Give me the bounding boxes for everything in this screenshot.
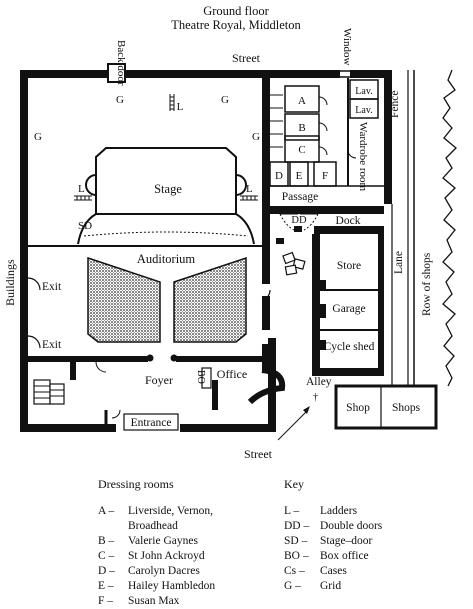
dressing-rooms-legend: Dressing rooms A – Liverside, Vernon, Br… — [98, 477, 263, 609]
ladder-label-left: L — [78, 183, 85, 195]
stage-area — [77, 147, 255, 245]
key-row-sd: SD – Stage–door — [284, 535, 373, 547]
stage-door-label: SD — [78, 220, 92, 232]
legend-row-c: C – St John Ackroyd — [98, 550, 205, 562]
auditorium-label: Auditorium — [137, 252, 196, 266]
legend-row-f: F – Susan Max — [98, 595, 180, 607]
legend-row-a: A – Liverside, Vernon, — [98, 505, 214, 517]
room-d-label: D — [275, 170, 283, 182]
title-line-2: Theatre Royal, Middleton — [171, 18, 301, 32]
office-label: Office — [217, 367, 247, 381]
back-door-label: Back door — [115, 40, 127, 86]
ladder-label-top: L — [177, 101, 184, 113]
dock-label: Dock — [336, 215, 361, 227]
ladder-right — [240, 195, 258, 201]
street-top-label: Street — [232, 51, 261, 65]
foyer-label: Foyer — [145, 373, 173, 387]
stage-label: Stage — [154, 182, 182, 196]
window-label: Window — [341, 28, 353, 65]
buildings-label: Buildings — [3, 259, 17, 306]
wardrobe-room-label: Wardrobe room — [357, 122, 369, 192]
grid-label-4: G — [252, 131, 260, 143]
cycle-shed-label: Cycle shed — [324, 341, 375, 353]
exit-label-2: Exit — [42, 339, 62, 351]
store-label: Store — [337, 260, 361, 272]
foyer-walls — [28, 354, 286, 424]
exit-doors — [27, 277, 271, 351]
dressing-rooms-heading: Dressing rooms — [98, 477, 174, 491]
double-doors-label: DD — [291, 215, 307, 226]
ladder-top — [169, 94, 175, 111]
grid-label-2: G — [221, 94, 229, 106]
shops-label: Shops — [392, 402, 421, 414]
entrance-label: Entrance — [131, 417, 172, 429]
fence-label: Fence — [389, 91, 401, 118]
key-row-bo: BO – Box office — [284, 550, 369, 562]
shop-label: Shop — [346, 402, 370, 414]
back-door — [107, 63, 126, 83]
shops-boundary — [442, 69, 457, 387]
seating-blocks — [87, 256, 247, 343]
ladder-label-right: L — [246, 183, 253, 195]
title-line-1: Ground floor — [203, 4, 269, 18]
key-row-g: G – Grid — [284, 580, 342, 592]
legend-row-e: E – Hailey Hambledon — [98, 580, 216, 592]
alley-label: Alley — [306, 376, 332, 388]
legend-row-b: B – Valerie Gaynes — [98, 535, 198, 547]
outer-walls — [20, 70, 392, 432]
row-of-shops-label: Row of shops — [421, 252, 433, 316]
garage-label: Garage — [332, 303, 365, 315]
key-row-dd: DD – Double doors — [284, 520, 383, 532]
street-pointer — [277, 409, 309, 441]
shop-block — [334, 384, 438, 430]
lane-label: Lane — [393, 251, 405, 274]
lav-label-2: Lav. — [355, 105, 372, 116]
cross-marker: † — [313, 392, 318, 403]
room-f-label: F — [322, 170, 328, 182]
legend-row-d: D – Carolyn Dacres — [98, 565, 200, 577]
dock-area — [262, 213, 384, 276]
legend-row-a-cont: Broadhead — [128, 520, 178, 532]
outbuildings — [312, 234, 384, 376]
key-heading: Key — [284, 477, 304, 491]
key-row-l: L – Ladders — [284, 505, 358, 517]
passage-label: Passage — [282, 191, 318, 203]
lav-label-1: Lav. — [355, 86, 372, 97]
room-c-label: C — [298, 144, 305, 156]
floor-plan: Ground floor Theatre Royal, Middleton St… — [3, 4, 457, 461]
street-bottom-label: Street — [244, 447, 273, 461]
key-legend: Key L – Ladders DD – Double doors SD – S… — [284, 477, 454, 594]
dressing-room-block — [262, 78, 384, 214]
box-office-label: BO — [195, 370, 206, 384]
exit-label-1: Exit — [42, 281, 62, 293]
key-row-cs: Cs – Cases — [284, 565, 347, 577]
grid-label-3: G — [34, 131, 42, 143]
room-e-label: E — [296, 170, 303, 182]
room-a-label: A — [298, 95, 306, 107]
room-b-label: B — [298, 122, 305, 134]
entrance-box — [123, 413, 179, 431]
ladder-left — [74, 195, 92, 201]
grid-label-1: G — [116, 94, 124, 106]
